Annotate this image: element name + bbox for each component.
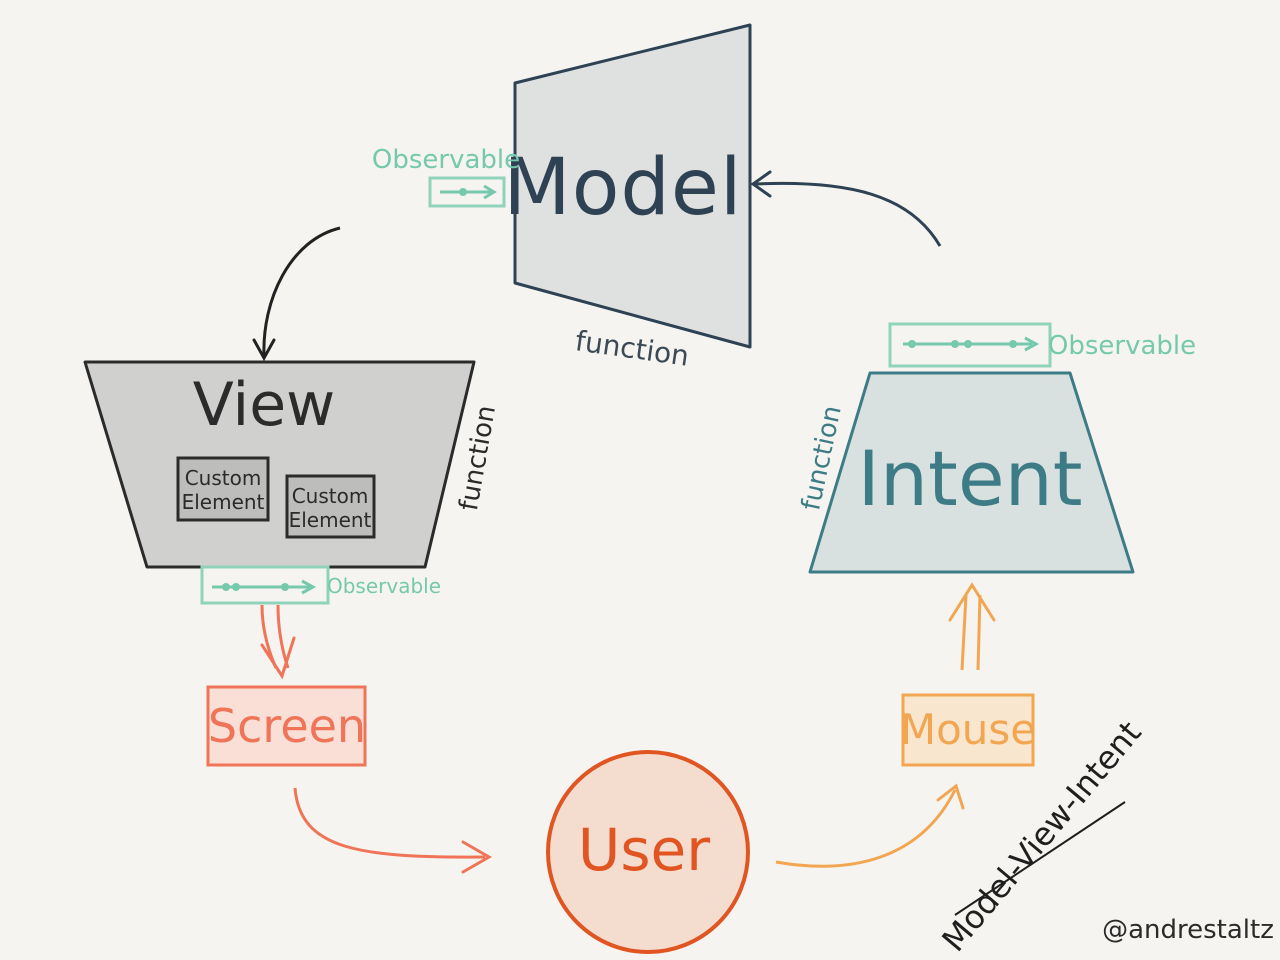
arrow-screen-to-user [293,787,493,874]
user-label: User [578,816,710,884]
view-observable: Observable [200,565,441,605]
custom-element-2: Custom Element [285,474,376,539]
custom-element-2-line1: Custom [292,484,369,508]
intent-observable-box [888,322,1052,368]
intent-observable-marble-3 [964,340,972,348]
intent-label: Intent [857,434,1082,523]
view-block: View Custom Element Custom Element [83,360,476,569]
custom-element-2-line2: Element [289,508,372,532]
model-observable-label: Observable [372,145,520,175]
custom-element-1-line1: Custom [185,466,262,490]
intent-shape [808,371,1135,574]
caption-underline [954,801,1126,916]
intent-observable-label: Observable [1048,331,1196,361]
signature: @andrestaltz [1102,915,1274,945]
screen-label: Screen [208,699,366,753]
screen-box [206,685,367,767]
view-label: View [193,370,335,440]
view-observable-marble-2 [232,583,240,591]
intent-block: Intent [808,371,1135,574]
intent-observable-marble-4 [1009,340,1017,348]
user-circle [546,750,750,954]
view-observable-marble-3 [281,583,289,591]
model-shape [513,23,752,349]
arrow-user-to-mouse [775,783,965,868]
view-observable-label: Observable [327,574,441,598]
model-observable-box [428,176,506,208]
model-label: Model [503,143,742,233]
model-observable: Observable [372,145,520,208]
mouse-box [901,693,1035,767]
mouse-label: Mouse [900,705,1036,754]
model-observable-marble [459,188,467,196]
arrow-model-to-view [252,226,341,362]
intent-observable: Observable [888,322,1196,368]
custom-element-1-line2: Element [182,490,265,514]
view-observable-box [200,565,330,605]
arrow-view-to-screen [260,604,296,680]
intent-observable-marble-2 [951,340,959,348]
intent-observable-marble-1 [908,340,916,348]
screen-node: Screen [206,685,367,767]
model-block: Model [503,23,752,349]
user-node: User [546,750,750,954]
arrow-intent-to-model [750,170,942,247]
custom-element-1: Custom Element [176,456,270,522]
view-observable-marble-1 [222,583,230,591]
mouse-node: Mouse [900,693,1036,767]
model-function-label: function [573,324,691,373]
arrow-mouse-to-intent [948,582,996,671]
